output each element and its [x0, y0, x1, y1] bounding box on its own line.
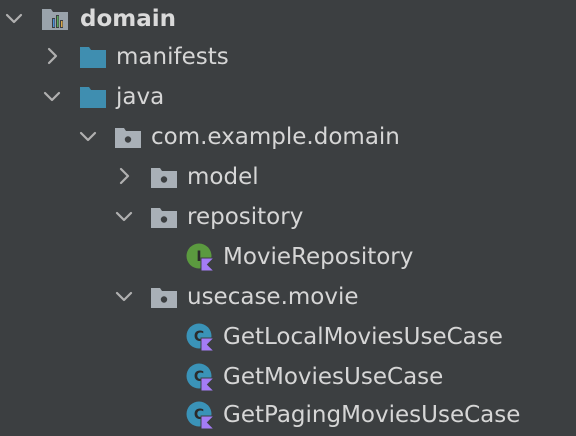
package-icon	[115, 128, 141, 148]
svg-text:C: C	[194, 369, 204, 385]
tree-item-label: GetMoviesUseCase	[223, 364, 444, 390]
tree-item-label: MovieRepository	[223, 244, 414, 270]
chevron-down-icon[interactable]	[78, 126, 98, 146]
tree-item-domain[interactable]: domain	[0, 0, 576, 40]
svg-text:I: I	[196, 249, 201, 265]
chevron-down-icon[interactable]	[42, 86, 62, 106]
folder-icon	[80, 47, 106, 68]
tree-item-label: manifests	[116, 44, 229, 70]
tree-item-package-root[interactable]: com.example.domain	[0, 118, 576, 158]
package-icon	[151, 208, 177, 228]
chevron-down-icon[interactable]	[114, 206, 134, 226]
tree-item-movie-repository[interactable]: I MovieRepository	[0, 238, 576, 278]
tree-item-label: java	[116, 84, 165, 110]
tree-item-label: com.example.domain	[151, 124, 400, 150]
tree-item-label: domain	[80, 6, 177, 32]
svg-text:C: C	[194, 407, 204, 423]
tree-item-get-local-movies-use-case[interactable]: C GetLocalMoviesUseCase	[0, 318, 576, 358]
package-icon	[151, 288, 177, 308]
tree-item-label: repository	[187, 204, 304, 230]
kotlin-class-icon: C	[186, 323, 215, 352]
tree-item-java[interactable]: java	[0, 78, 576, 118]
tree-item-get-paging-movies-use-case[interactable]: C GetPagingMoviesUseCase	[0, 396, 576, 436]
tree-item-label: usecase.movie	[187, 284, 359, 310]
kotlin-interface-icon: I	[186, 243, 215, 272]
chevron-right-icon[interactable]	[114, 166, 134, 186]
chevron-down-icon[interactable]	[114, 286, 134, 306]
module-icon	[42, 9, 68, 30]
package-icon	[151, 168, 177, 188]
tree-item-label: GetLocalMoviesUseCase	[223, 324, 503, 350]
tree-item-get-movies-use-case[interactable]: C GetMoviesUseCase	[0, 358, 576, 398]
tree-item-manifests[interactable]: manifests	[0, 38, 576, 78]
kotlin-class-icon: C	[186, 363, 215, 392]
svg-text:C: C	[194, 329, 204, 345]
chevron-right-icon[interactable]	[42, 46, 62, 66]
chevron-down-icon[interactable]	[4, 8, 24, 28]
folder-icon	[80, 87, 106, 108]
tree-item-model[interactable]: model	[0, 158, 576, 198]
kotlin-class-icon: C	[186, 401, 215, 430]
tree-item-label: model	[187, 164, 259, 190]
tree-item-repository[interactable]: repository	[0, 198, 576, 238]
tree-item-usecase-movie[interactable]: usecase.movie	[0, 278, 576, 318]
tree-item-label: GetPagingMoviesUseCase	[223, 402, 521, 428]
